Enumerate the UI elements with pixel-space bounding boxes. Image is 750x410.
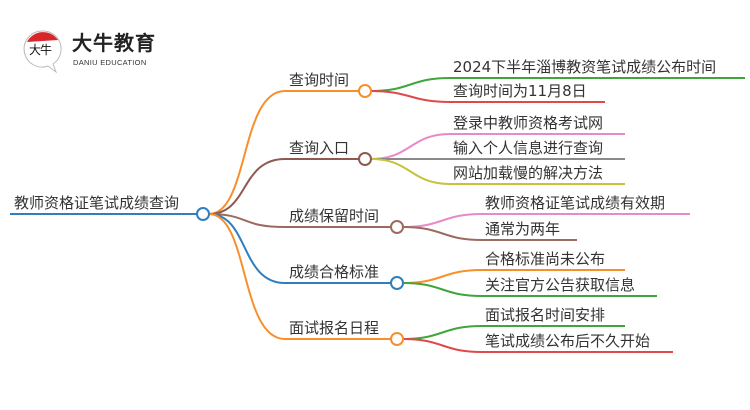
branch-connector [208, 213, 391, 228]
logo-mark-text: 大牛 [29, 43, 52, 57]
leaf-connector [402, 226, 577, 241]
branch-collapse-toggle[interactable] [390, 332, 404, 346]
logo-name-cn: 大牛教育 [72, 31, 156, 55]
leaf-node[interactable]: 面试报名时间安排 [485, 306, 606, 324]
root-collapse-toggle[interactable] [196, 207, 210, 221]
leaf-node[interactable]: 登录中教师资格考试网 [453, 114, 604, 132]
leaf-connector [370, 90, 605, 103]
leaf-node[interactable]: 网站加载慢的解决方法 [453, 164, 604, 182]
logo-mark-icon [23, 30, 62, 74]
logo: 大牛 大牛教育 DANIU EDUCATION [22, 28, 192, 74]
root-node[interactable]: 教师资格证笔试成绩查询 [14, 194, 180, 212]
branch-connector [208, 158, 359, 215]
branch-node[interactable]: 成绩保留时间 [289, 207, 380, 225]
leaf-node[interactable]: 输入个人信息进行查询 [453, 139, 604, 157]
branch-connector [208, 90, 359, 215]
branch-node[interactable]: 面试报名日程 [289, 319, 380, 337]
leaf-node[interactable]: 笔试成绩公布后不久开始 [485, 332, 651, 350]
branch-collapse-toggle[interactable] [358, 152, 372, 166]
branch-connector [208, 213, 391, 284]
leaf-node[interactable]: 合格标准尚未公布 [485, 250, 606, 268]
leaf-connector [402, 282, 657, 297]
leaf-node[interactable]: 教师资格证笔试成绩有效期 [485, 194, 666, 212]
leaf-node[interactable]: 通常为两年 [485, 220, 561, 238]
leaf-connector [402, 338, 673, 353]
branch-node[interactable]: 查询入口 [289, 139, 350, 157]
leaf-node[interactable]: 2024下半年淄博教资笔试成绩公布时间 [453, 58, 717, 76]
leaf-connector [402, 269, 625, 284]
branch-collapse-toggle[interactable] [358, 84, 372, 98]
branch-node[interactable]: 成绩合格标准 [289, 263, 380, 281]
logo-mark: 大牛 [22, 28, 66, 74]
leaf-node[interactable]: 查询时间为11月8日 [453, 82, 587, 100]
leaf-connector [402, 325, 625, 340]
leaf-connector [402, 213, 690, 228]
logo-name-en: DANIU EDUCATION [73, 58, 147, 67]
branch-connector [208, 213, 391, 340]
leaf-node[interactable]: 关注官方公告获取信息 [485, 276, 636, 294]
branch-collapse-toggle[interactable] [390, 220, 404, 234]
leaf-connector [370, 158, 625, 185]
branch-collapse-toggle[interactable] [390, 276, 404, 290]
leaf-connector [370, 133, 625, 160]
branch-node[interactable]: 查询时间 [289, 71, 350, 89]
